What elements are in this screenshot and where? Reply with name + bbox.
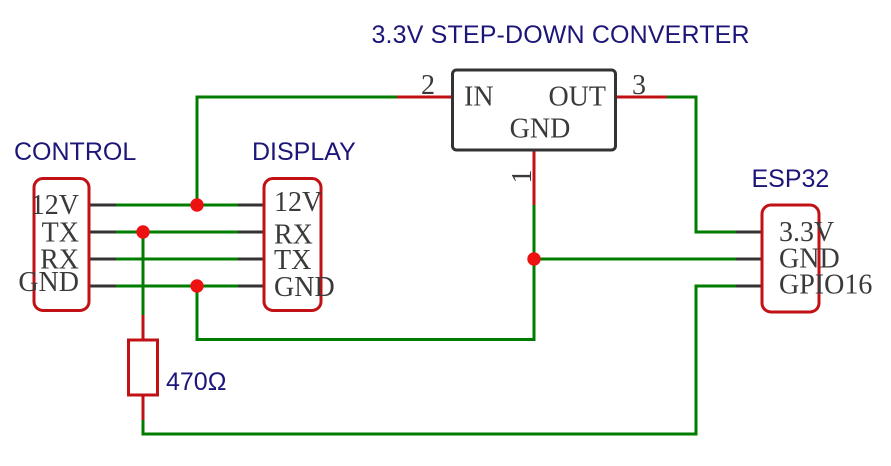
svg-text:DISPLAY: DISPLAY: [252, 138, 356, 166]
svg-text:GND: GND: [779, 244, 840, 275]
svg-text:TX: TX: [274, 245, 311, 276]
svg-text:GND: GND: [510, 114, 571, 145]
svg-text:GND: GND: [18, 267, 79, 298]
svg-text:12V: 12V: [274, 187, 322, 218]
svg-text:OUT: OUT: [548, 82, 606, 113]
svg-text:CONTROL: CONTROL: [14, 138, 136, 166]
svg-text:3.3V: 3.3V: [779, 217, 834, 248]
svg-text:ESP32: ESP32: [752, 165, 830, 193]
svg-text:1: 1: [507, 170, 538, 184]
svg-text:2: 2: [421, 70, 435, 101]
svg-text:3: 3: [632, 70, 646, 101]
svg-text:12V: 12V: [31, 190, 79, 221]
svg-text:TX: TX: [42, 218, 79, 249]
svg-text:RX: RX: [40, 245, 79, 276]
svg-text:GND: GND: [274, 272, 335, 303]
svg-text:GPIO16: GPIO16: [779, 270, 872, 301]
svg-text:RX: RX: [274, 220, 313, 251]
svg-text:IN: IN: [464, 82, 494, 113]
svg-text:3.3V STEP-DOWN CONVERTER: 3.3V STEP-DOWN CONVERTER: [372, 21, 750, 49]
svg-text:470Ω: 470Ω: [166, 368, 226, 396]
